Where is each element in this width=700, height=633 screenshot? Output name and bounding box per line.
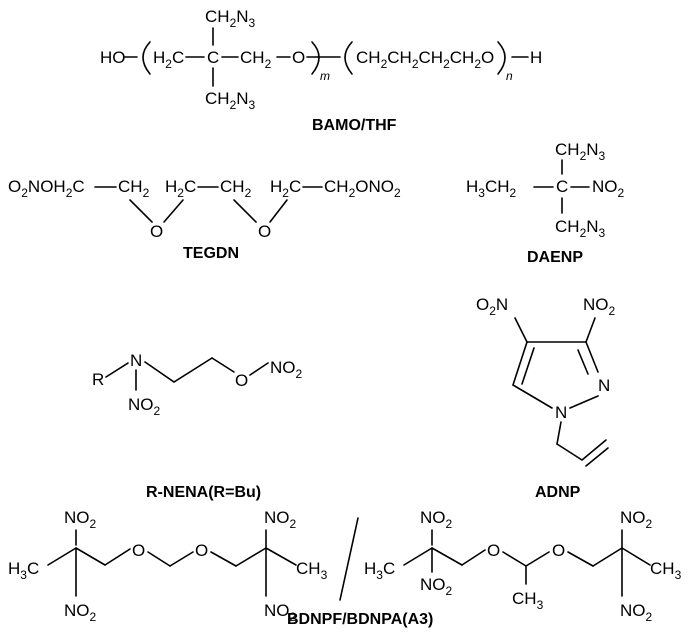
svg-text:NO2: NO2 xyxy=(620,601,653,624)
atom-o-nena: O xyxy=(235,371,248,390)
svg-text:CH2ONO2: CH2ONO2 xyxy=(324,177,401,200)
svg-text:CH2: CH2 xyxy=(220,177,252,200)
svg-text:CH2CH2CH2CH2O: CH2CH2CH2CH2O xyxy=(356,48,494,71)
bdnpf-structure: NO2 H3C NO2 O O NO2 CH3 NO2 xyxy=(8,508,328,624)
svg-text:NO2: NO2 xyxy=(264,508,297,531)
tegdn-structure: O2NOH2C CH2 O H2C CH2 O H2C CH2ONO2 TEGD… xyxy=(8,177,401,262)
svg-text:O2NOH2C: O2NOH2C xyxy=(8,177,85,200)
atom-o: O xyxy=(292,48,305,67)
svg-text:O2N: O2N xyxy=(476,295,508,318)
atom-o-bdnpa-1: O xyxy=(487,541,500,560)
svg-text:NO2: NO2 xyxy=(270,358,303,381)
atom-o-bdnpf-2: O xyxy=(195,541,208,560)
bamo-thf-structure: HO H2C C CH2N3 CH2N3 CH2 O m CH2CH2CH2CH… xyxy=(100,7,542,134)
svg-text:CH2: CH2 xyxy=(118,177,150,200)
atom-r: R xyxy=(92,370,104,389)
label-daenp: DAENP xyxy=(527,249,583,266)
svg-text:CH2N3: CH2N3 xyxy=(205,7,256,30)
svg-text:H3C: H3C xyxy=(8,559,39,582)
svg-text:H3CH2: H3CH2 xyxy=(466,177,517,200)
separator-slash xyxy=(339,517,359,601)
svg-text:NO2: NO2 xyxy=(420,575,453,598)
svg-text:NO2: NO2 xyxy=(592,177,625,200)
svg-text:H2C: H2C xyxy=(153,48,184,71)
bdnpa-structure: NO2 H3C NO2 O CH3 O NO2 CH3 NO2 xyxy=(364,508,682,624)
atom-n-adnp-2: N xyxy=(598,376,610,395)
svg-text:NO2: NO2 xyxy=(620,508,653,531)
atom-n-adnp-1: N xyxy=(555,403,567,422)
svg-text:CH3: CH3 xyxy=(512,589,544,612)
atom-o-tegdn-1: O xyxy=(150,222,163,241)
label-adnp: ADNP xyxy=(535,484,581,501)
svg-text:CH2: CH2 xyxy=(240,48,272,71)
svg-text:NO2: NO2 xyxy=(583,295,616,318)
svg-text:NO2: NO2 xyxy=(420,508,453,531)
subscript-m: m xyxy=(320,69,330,83)
atom-ho: HO xyxy=(100,48,126,67)
atom-c-daenp: C xyxy=(556,177,568,196)
label-tegdn: TEGDN xyxy=(183,245,239,262)
svg-text:NO2: NO2 xyxy=(264,601,297,624)
svg-text:H2C: H2C xyxy=(165,177,196,200)
atom-o-tegdn-2: O xyxy=(258,222,271,241)
subscript-n: n xyxy=(506,69,513,83)
daenp-structure: H3CH2 C NO2 CH2N3 CH2N3 DAENP xyxy=(466,140,625,266)
svg-text:CH3: CH3 xyxy=(296,559,328,582)
svg-text:CH2N3: CH2N3 xyxy=(205,89,256,112)
adnp-structure: O2N NO2 N N ADNP xyxy=(476,295,616,501)
label-bdnpf-bdnpa: BDNPF/BDNPA(A3) xyxy=(287,611,433,628)
atom-n-nena: N xyxy=(130,351,142,370)
svg-text:NO2: NO2 xyxy=(64,601,97,624)
svg-text:NO2: NO2 xyxy=(64,508,97,531)
label-bamo-thf: BAMO/THF xyxy=(312,117,397,134)
svg-text:CH3: CH3 xyxy=(650,559,682,582)
atom-o-bdnpf-1: O xyxy=(132,541,145,560)
label-r-nena: R-NENA(R=Bu) xyxy=(146,484,261,501)
atom-central-c: C xyxy=(207,48,219,67)
svg-text:NO2: NO2 xyxy=(128,395,161,418)
svg-text:H3C: H3C xyxy=(364,559,395,582)
r-nena-structure: R N NO2 O NO2 R-NENA(R=Bu) xyxy=(92,351,303,501)
svg-text:CH2N3: CH2N3 xyxy=(555,140,606,163)
atom-o-bdnpa-2: O xyxy=(552,541,565,560)
svg-text:CH2N3: CH2N3 xyxy=(555,217,606,240)
svg-text:H2C: H2C xyxy=(270,177,301,200)
atom-h: H xyxy=(530,48,542,67)
